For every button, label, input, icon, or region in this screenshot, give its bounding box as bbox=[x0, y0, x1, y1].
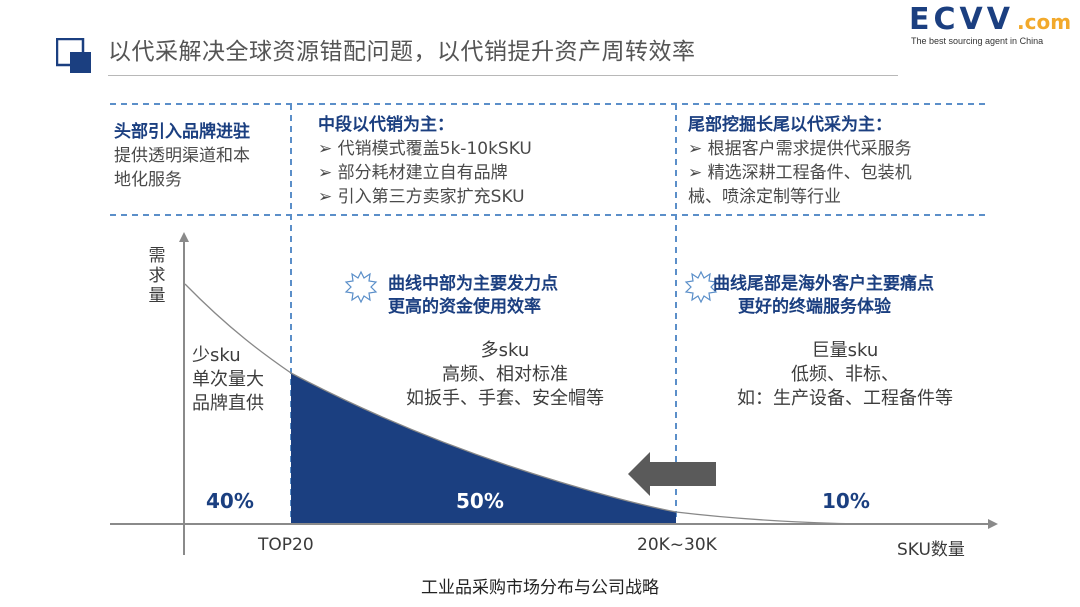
logo-tagline: The best sourcing agent in China bbox=[911, 36, 1044, 46]
middle-label-line-3: 如扳手、手套、安全帽等 bbox=[406, 388, 604, 409]
logo-text: ECVV bbox=[909, 2, 1014, 37]
middle-emphasis: 曲线中部为主要发力点 更高的资金使用效率 bbox=[388, 273, 558, 319]
top-right-line-3: 械、喷涂定制等行业 bbox=[688, 187, 841, 207]
middle-area-fill bbox=[291, 373, 676, 524]
top-right-block: 尾部挖掘长尾以代采为主： ➢ 根据客户需求提供代采服务 ➢ 精选深耕工程备件、包… bbox=[688, 113, 912, 209]
tail-emphasis-line-2: 更好的终端服务体验 bbox=[738, 297, 891, 317]
top-left-line-2: 地化服务 bbox=[114, 170, 182, 190]
top-right-line-2: ➢ 精选深耕工程备件、包装机 bbox=[688, 163, 912, 183]
title-divider bbox=[108, 75, 898, 76]
tail-label-line-2: 低频、非标、 bbox=[791, 364, 899, 385]
top-middle-line-3: ➢ 引入第三方卖家扩充SKU bbox=[318, 187, 525, 207]
title-square-icon bbox=[56, 38, 91, 73]
y-axis-label: 需求量 bbox=[148, 246, 166, 306]
top-middle-line-1: ➢ 代销模式覆盖5k-10kSKU bbox=[318, 139, 532, 159]
pct-middle: 50% bbox=[456, 489, 504, 513]
burst-icon-mid bbox=[344, 270, 378, 304]
top-middle-line-2: ➢ 部分耗材建立自有品牌 bbox=[318, 163, 508, 183]
head-label-line-2: 单次量大 bbox=[192, 369, 264, 390]
demand-curve bbox=[184, 283, 881, 525]
tail-label-line-3: 如：生产设备、工程备件等 bbox=[737, 388, 953, 409]
y-axis-arrow bbox=[179, 232, 189, 242]
tail-region-label: 巨量sku 低频、非标、 如：生产设备、工程备件等 bbox=[705, 339, 985, 411]
middle-label-line-1: 多sku bbox=[480, 340, 530, 361]
middle-label-line-2: 高频、相对标准 bbox=[442, 364, 568, 385]
tail-emphasis-line-1: 曲线尾部是海外客户主要痛点 bbox=[713, 274, 934, 294]
page-title: 以代采解决全球资源错配问题，以代销提升资产周转效率 bbox=[108, 39, 696, 65]
tail-emphasis: 曲线尾部是海外客户主要痛点 更好的终端服务体验 bbox=[713, 273, 934, 319]
pct-tail: 10% bbox=[822, 489, 870, 513]
middle-emphasis-line-2: 更高的资金使用效率 bbox=[388, 297, 541, 317]
middle-region-label: 多sku 高频、相对标准 如扳手、手套、安全帽等 bbox=[355, 339, 655, 411]
middle-emphasis-line-1: 曲线中部为主要发力点 bbox=[388, 274, 558, 294]
top-left-line-1: 提供透明渠道和本 bbox=[114, 146, 250, 166]
x-axis-arrow bbox=[988, 519, 998, 529]
top-middle-heading: 中段以代销为主： bbox=[318, 115, 454, 135]
burst-icon-right bbox=[684, 270, 718, 304]
x-tick-20k-30k: 20K~30K bbox=[637, 535, 717, 555]
x-tick-top20: TOP20 bbox=[258, 535, 314, 555]
top-right-heading: 尾部挖掘长尾以代采为主： bbox=[688, 115, 892, 135]
logo-domain: .com bbox=[1017, 10, 1072, 34]
head-label-line-1: 少sku bbox=[192, 345, 241, 366]
top-middle-block: 中段以代销为主： ➢ 代销模式覆盖5k-10kSKU ➢ 部分耗材建立自有品牌 … bbox=[318, 113, 532, 209]
head-region-label: 少sku 单次量大 品牌直供 bbox=[192, 344, 264, 416]
head-label-line-3: 品牌直供 bbox=[192, 393, 264, 414]
figure-caption: 工业品采购市场分布与公司战略 bbox=[421, 578, 659, 598]
top-left-block: 头部引入品牌进驻 提供透明渠道和本 地化服务 bbox=[114, 120, 250, 192]
tail-label-line-1: 巨量sku bbox=[811, 340, 879, 361]
x-axis-label: SKU数量 bbox=[897, 540, 965, 560]
ecvv-logo: ECVV .com The best sourcing agent in Chi… bbox=[903, 2, 1075, 50]
top-right-line-1: ➢ 根据客户需求提供代采服务 bbox=[688, 139, 912, 159]
pct-head: 40% bbox=[206, 489, 254, 513]
top-left-heading: 头部引入品牌进驻 bbox=[114, 122, 250, 142]
left-arrow-icon bbox=[628, 452, 716, 496]
